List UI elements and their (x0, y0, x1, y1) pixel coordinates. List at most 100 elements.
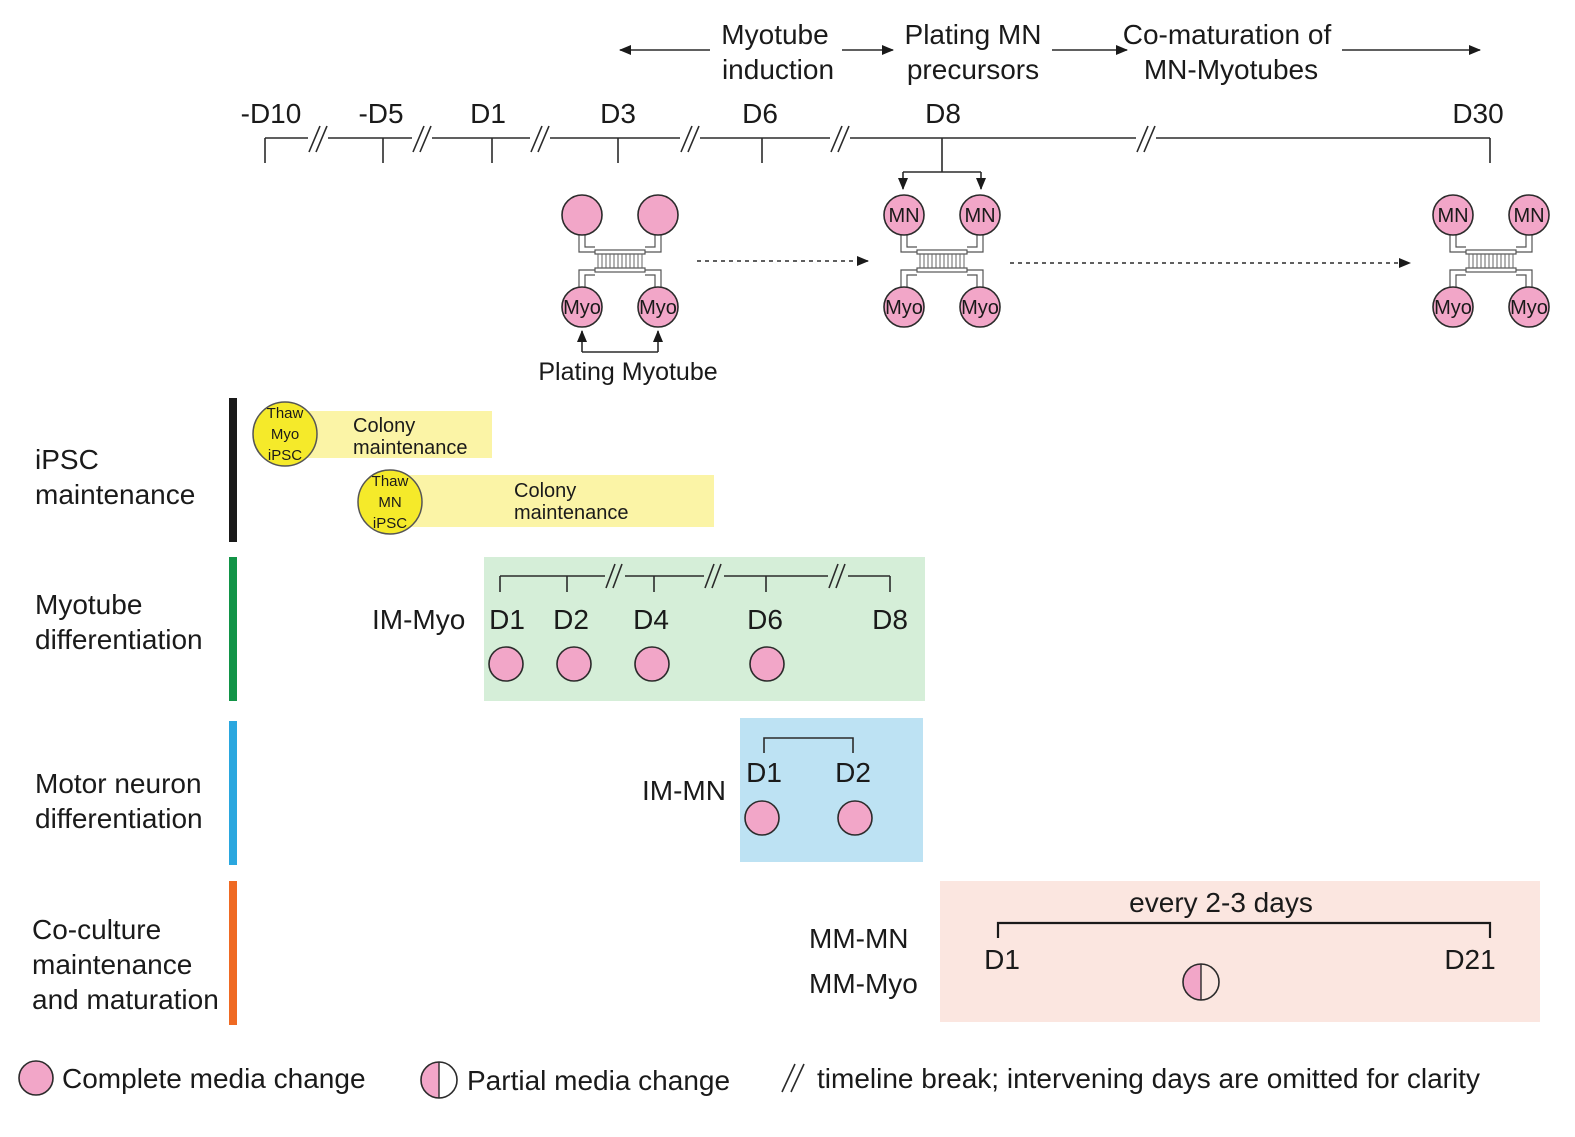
myo-well-label: Myo (1510, 297, 1548, 319)
mn-well (1432, 194, 1474, 236)
phase-plating-mn-line1: Plating MN (905, 19, 1042, 50)
lane-myotube-differentiation: Myotube differentiation IM-Myo D1 D2 D4 … (35, 557, 925, 701)
mm-mn-medium-label: MM-MN (809, 923, 909, 954)
mn-well (883, 194, 925, 236)
lane-title-line1: iPSC (35, 444, 99, 475)
complete-media-change-marker (744, 800, 780, 836)
complete-media-change-marker (488, 646, 524, 682)
partial-media-change-marker (1182, 963, 1220, 1001)
mn-well (959, 194, 1001, 236)
lane-title-line2: maintenance (35, 479, 195, 510)
lane-color-bar (229, 721, 237, 865)
lane-color-bar (229, 398, 237, 542)
colony-label-line2: maintenance (353, 437, 468, 459)
thaw-label: Myo (271, 426, 299, 443)
myo-well (637, 286, 679, 328)
thaw-label: MN (378, 494, 401, 511)
im-mn-medium-label: IM-MN (642, 775, 726, 806)
mn-well (1508, 194, 1550, 236)
plating-myotube-label: Plating Myotube (538, 358, 717, 386)
mn-well-label: MN (888, 205, 919, 227)
complete-media-change-marker (634, 646, 670, 682)
mn-well-label: MN (1513, 205, 1544, 227)
colony-label-line1: Colony (514, 480, 576, 502)
lane-title-line2: differentiation (35, 624, 203, 655)
thaw-myo-ipsc-badge (252, 401, 318, 467)
legend-complete-label: Complete media change (62, 1063, 366, 1094)
myo-day-label: D8 (872, 604, 908, 635)
myo-well (883, 286, 925, 328)
myo-day-label: D1 (489, 604, 525, 635)
colony-label-line2: maintenance (514, 502, 629, 524)
myo-day-label: D6 (747, 604, 783, 635)
lane-title-line2: maintenance (32, 949, 192, 980)
empty-well (637, 194, 679, 236)
myo-well-label: Myo (639, 297, 677, 319)
myo-well (1508, 286, 1550, 328)
im-myo-medium-label: IM-Myo (372, 604, 465, 635)
mn-well-label: MN (1437, 205, 1468, 227)
legend-partial-swatch (420, 1061, 458, 1099)
thaw-label: iPSC (373, 515, 407, 532)
lane-color-bar (229, 557, 237, 701)
mn-diff-panel (740, 718, 923, 862)
thaw-label: iPSC (268, 447, 302, 464)
thaw-label: Thaw (267, 405, 304, 422)
coculture-panel (940, 881, 1540, 1022)
phase-plating-mn-line2: precursors (907, 54, 1039, 85)
myo-well (1432, 286, 1474, 328)
complete-media-change-marker (556, 646, 592, 682)
main-timeline: -D10 -D5 D1 D3 D6 D8 D30 (241, 98, 1504, 163)
timeline-day-label: D30 (1452, 98, 1503, 129)
phase-myotube-induction-line1: Myotube (721, 19, 828, 50)
coculture-start-day: D1 (984, 944, 1020, 975)
lane-color-bar (229, 881, 237, 1025)
timeline-day-label: -D10 (241, 98, 302, 129)
myo-day-label: D2 (553, 604, 589, 635)
lane-title-line2: differentiation (35, 803, 203, 834)
lane-title-line1: Motor neuron (35, 768, 202, 799)
device-coculture: MN MN Myo Myo (1432, 194, 1550, 328)
legend-complete-swatch (18, 1060, 54, 1096)
coculture-end-day: D21 (1444, 944, 1495, 975)
mn-well-label: MN (964, 205, 995, 227)
device-mn-plated: MN MN Myo Myo (883, 163, 1001, 328)
mm-myo-medium-label: MM-Myo (809, 968, 918, 999)
phase-comaturation-line2: MN-Myotubes (1144, 54, 1318, 85)
myo-well (561, 286, 603, 328)
legend-break-icon (781, 1063, 805, 1093)
lane-motor-neuron-differentiation: Motor neuron differentiation IM-MN D1 D2 (35, 718, 923, 865)
legend-break-label: timeline break; intervening days are omi… (817, 1063, 1480, 1094)
device-myotube-plated: Myo Myo Plating Myotube (538, 194, 718, 386)
myo-day-label: D4 (633, 604, 669, 635)
myotube-diff-panel (484, 557, 925, 701)
top-phase-labels: Myotube induction Plating MN precursors … (619, 19, 1481, 85)
legend: Complete media change Partial media chan… (18, 1060, 1480, 1099)
thaw-label: Thaw (372, 473, 409, 490)
timeline-day-label: D6 (742, 98, 778, 129)
colony-maintenance-bar (285, 411, 492, 458)
myo-well (959, 286, 1001, 328)
legend-partial-label: Partial media change (467, 1065, 730, 1096)
media-change-frequency: every 2-3 days (1129, 887, 1313, 918)
complete-media-change-marker (837, 800, 873, 836)
timeline-day-label: D8 (925, 98, 961, 129)
myo-well-label: Myo (563, 297, 601, 319)
colony-label-line1: Colony (353, 415, 415, 437)
myo-well-label: Myo (885, 297, 923, 319)
complete-media-change-marker (749, 646, 785, 682)
lane-title-line3: and maturation (32, 984, 219, 1015)
phase-myotube-induction-line2: induction (722, 54, 834, 85)
timeline-break-marks (308, 125, 1156, 153)
timeline-day-label: -D5 (358, 98, 403, 129)
thaw-mn-ipsc-badge (357, 469, 423, 535)
lane-title-line1: Myotube (35, 589, 142, 620)
phase-comaturation-line1: Co-maturation of (1123, 19, 1332, 50)
colony-maintenance-bar (390, 475, 714, 527)
timeline-day-label: D3 (600, 98, 636, 129)
lane-title-line1: Co-culture (32, 914, 161, 945)
myo-well-label: Myo (961, 297, 999, 319)
empty-well (561, 194, 603, 236)
mn-day-label: D1 (746, 757, 782, 788)
